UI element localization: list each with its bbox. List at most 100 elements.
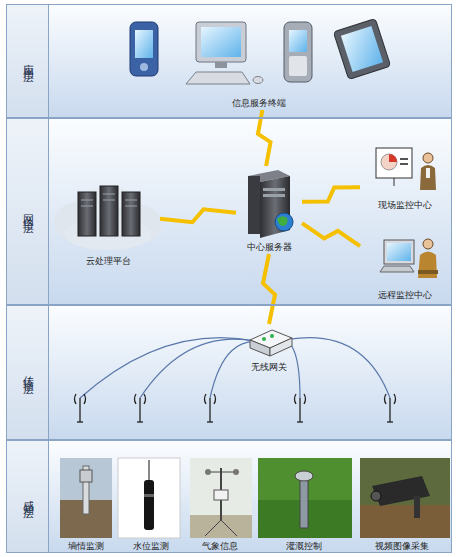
- antenna-symbol: [75, 394, 396, 422]
- antenna-symbol: [295, 394, 306, 404]
- cloud-platform-icon: [103, 194, 115, 195]
- layer-band: 网络层云处理平台 中心服务器 现场监控中心远程监控中心: [6, 118, 452, 305]
- video-camera-photo: [372, 476, 430, 506]
- cloud-platform-icon: [78, 192, 96, 236]
- phone-icon: [289, 56, 307, 76]
- weather-station-photo: [205, 469, 211, 475]
- component-node: 中心服务器: [236, 166, 302, 254]
- cloud-platform-icon: [125, 200, 137, 201]
- band-background: [48, 4, 452, 118]
- wireless-gateway-icon: [262, 337, 266, 341]
- lightning-link: [302, 223, 360, 246]
- component-label: 远程监控中心: [378, 290, 432, 302]
- cloud-platform-icon: [103, 200, 115, 201]
- layer-label: 应用层: [7, 5, 49, 117]
- component-node: 灌溉控制: [256, 454, 352, 553]
- band-background: [48, 305, 452, 440]
- component-node: 云处理平台: [56, 178, 160, 268]
- antenna-symbol: [137, 421, 143, 422]
- component-label: 视频图像采集: [375, 541, 429, 553]
- pda-icon: [130, 22, 158, 76]
- antenna-symbol: [299, 398, 300, 422]
- cloud-platform-icon: [81, 194, 137, 206]
- layer-label: 网络层: [7, 119, 49, 304]
- layer-band: 感知层墒情监测水位监测气象信息灌溉控制视频图像采集: [6, 440, 452, 553]
- computer-icon: [186, 22, 263, 84]
- antenna-symbol: [385, 394, 396, 404]
- remote-monitor-icon: [423, 239, 433, 249]
- remote-monitor-icon: [418, 252, 437, 279]
- component-label: 云处理平台: [86, 256, 131, 268]
- layer-label: 传输层: [7, 306, 49, 439]
- water-level-photo: [144, 480, 154, 530]
- irrigation-photo: [300, 478, 308, 528]
- antenna-symbol: [295, 394, 306, 422]
- antenna-symbol: [135, 394, 146, 404]
- tablet-icon: [333, 18, 390, 79]
- antenna-symbol: [139, 398, 140, 422]
- irrigation-photo: [258, 458, 352, 538]
- component-label: 气象信息: [202, 541, 238, 553]
- antenna-symbol: [385, 394, 396, 422]
- video-camera-photo: [360, 505, 450, 538]
- component-node: 无线网关: [236, 324, 302, 374]
- component-label: 灌溉控制: [286, 541, 322, 553]
- cloud-platform-icon: [81, 200, 93, 201]
- component-node: 视频图像采集: [354, 454, 450, 553]
- component-node: 墒情监测: [56, 454, 116, 553]
- site-monitor-icon: [426, 168, 430, 178]
- video-camera-photo: [360, 458, 450, 538]
- site-monitor-icon: [381, 154, 397, 170]
- site-monitor-icon: [389, 154, 397, 162]
- pda-icon: [140, 63, 148, 71]
- video-camera-photo: [360, 458, 450, 538]
- component-label: 现场监控中心: [378, 200, 432, 212]
- antenna-symbol: [205, 394, 216, 404]
- water-level-photo: [144, 494, 154, 497]
- server-tower-icon: [263, 188, 285, 191]
- band-background: [48, 4, 452, 553]
- site-monitor-icon: [400, 163, 408, 165]
- irrigation-photo: [295, 471, 313, 481]
- server-tower-icon: [263, 194, 285, 197]
- computer-icon: [196, 22, 246, 62]
- remote-monitor-icon: [387, 243, 411, 261]
- gateway-curves: [140, 339, 268, 398]
- server-tower-icon: [248, 170, 293, 238]
- soil-sensor-photo: [60, 458, 112, 538]
- pda-icon: [130, 22, 158, 76]
- antenna-symbol: [209, 398, 210, 422]
- site-monitor-icon: [423, 153, 433, 163]
- weather-station-photo: [208, 472, 236, 473]
- component-node: 信息服务终端: [118, 8, 400, 110]
- video-camera-photo: [414, 496, 420, 518]
- antenna-symbol: [79, 398, 80, 422]
- component-label: 信息服务终端: [232, 98, 286, 110]
- antenna-symbol: [135, 394, 146, 422]
- weather-station-photo: [190, 458, 252, 538]
- gateway-curves: [80, 338, 390, 398]
- tablet-icon: [341, 26, 383, 72]
- component-label: 中心服务器: [247, 242, 292, 254]
- soil-sensor-photo: [60, 458, 112, 538]
- antenna-symbol: [207, 421, 213, 422]
- water-level-photo: [118, 458, 180, 538]
- weather-station-photo: [221, 520, 237, 536]
- antenna-symbol: [205, 394, 216, 422]
- remote-monitor-icon: [418, 270, 438, 274]
- tablet-icon: [333, 18, 390, 79]
- cloud-platform-icon: [81, 206, 93, 207]
- site-monitor-icon: [420, 165, 436, 190]
- server-tower-icon: [248, 176, 260, 234]
- lightning-link: [302, 187, 360, 202]
- pda-icon: [135, 30, 153, 58]
- cloud-platform-icon: [100, 186, 118, 236]
- cloud-platform-icon: [54, 186, 162, 250]
- computer-icon: [186, 72, 250, 84]
- component-label: 水位监测: [133, 541, 169, 553]
- component-node: 气象信息: [186, 454, 254, 553]
- cloud-platform-icon: [122, 192, 140, 236]
